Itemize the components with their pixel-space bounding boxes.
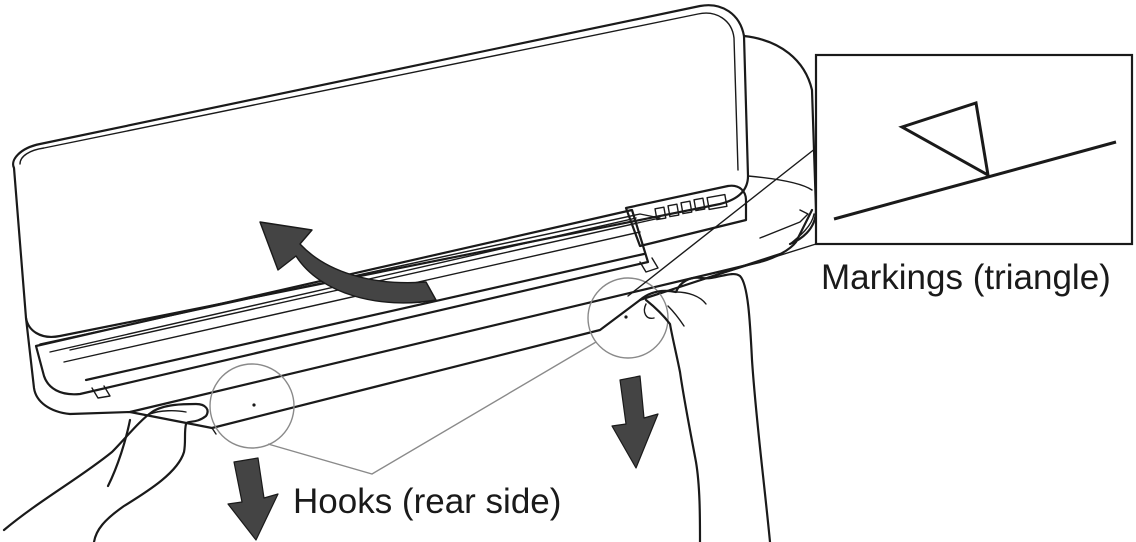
indoor-unit (12, 4, 818, 435)
arrow-down-icon (611, 375, 659, 469)
hooks-label: Hooks (rear side) (293, 482, 562, 521)
curved-arrow-up-left-icon (259, 221, 437, 304)
zoom-leader (627, 147, 817, 297)
left-hand (2, 402, 209, 542)
markings-label: Markings (triangle) (821, 258, 1111, 297)
triangle-marking-icon (898, 101, 990, 178)
right-hand (638, 272, 772, 542)
arrow-down-icon (227, 457, 279, 541)
hook-callout-right (587, 277, 669, 359)
marking-inset (814, 53, 1134, 246)
zoom-leader (643, 243, 817, 299)
hook-callout-left (209, 363, 295, 449)
